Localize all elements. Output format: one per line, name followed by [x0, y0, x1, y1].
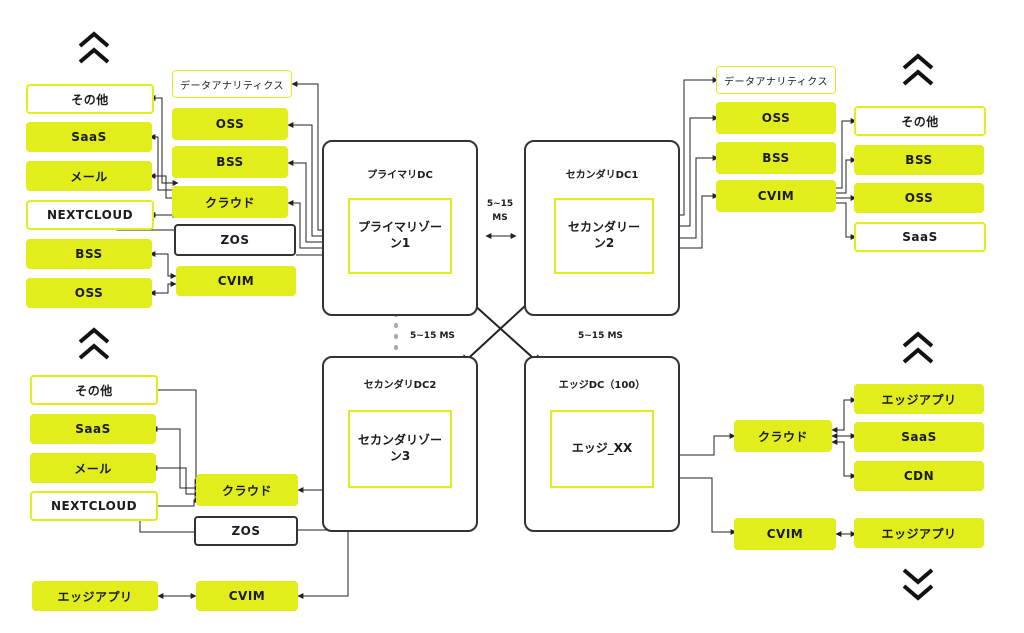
saas-node-edge: SaaS — [854, 422, 984, 452]
cloud-node-bottom: クラウド — [196, 474, 298, 506]
secondary-dc1: セカンダリDC1 セカンダリー ン2 — [524, 140, 680, 316]
other-node-bottom: その他 — [30, 375, 158, 405]
latency-left: 5~15 MS — [410, 331, 455, 341]
other-node-right: その他 — [854, 106, 986, 136]
mail-node: メール — [26, 161, 152, 191]
secondary-zone3: セカンダリゾー ン3 — [348, 410, 452, 488]
oss-node: OSS — [172, 108, 288, 140]
zos-node-bottom: ZOS — [194, 516, 298, 546]
oss-node-right-2: OSS — [854, 183, 984, 213]
secondary-zone2: セカンダリー ン2 — [554, 198, 654, 274]
saas-node-bottom: SaaS — [30, 414, 156, 444]
double-chevron-up-icon — [78, 31, 110, 64]
cloud-node-edge: クラウド — [734, 420, 832, 452]
other-node: その他 — [26, 84, 154, 114]
bss-node-right: BSS — [716, 142, 836, 174]
oss-node-2: OSS — [26, 278, 152, 308]
double-chevron-up-icon — [78, 327, 110, 360]
secondary-dc2-title: セカンダリDC2 — [363, 380, 437, 391]
data-analytics-node: データアナリティクス — [172, 70, 292, 98]
zos-node: ZOS — [174, 224, 296, 256]
secondary-dc2: セカンダリDC2 セカンダリゾー ン3 — [322, 356, 478, 532]
cdn-node: CDN — [854, 461, 984, 491]
double-chevron-down-icon — [902, 568, 934, 601]
edge-dc-title: エッジDC（100） — [558, 380, 646, 391]
latency-right: 5~15 MS — [578, 331, 623, 341]
primary-dc-title: プライマリDC — [367, 170, 433, 181]
double-chevron-up-icon — [902, 53, 934, 86]
cloud-node: クラウド — [172, 186, 288, 218]
bss-node: BSS — [172, 146, 288, 178]
edge-dc: エッジDC（100） エッジ_XX — [524, 356, 680, 532]
edge-zone: エッジ_XX — [550, 410, 654, 488]
cvim-node: CVIM — [176, 266, 296, 296]
primary-dc: プライマリDC プライマリゾー ン1 — [322, 140, 478, 316]
saas-node-right: SaaS — [854, 222, 986, 252]
primary-zone: プライマリゾー ン1 — [348, 198, 452, 274]
nextcloud-node-bottom: NEXTCLOUD — [30, 491, 158, 521]
edge-app-node-right-2: エッジアプリ — [854, 518, 984, 548]
secondary-dc1-title: セカンダリDC1 — [565, 170, 639, 181]
cvim-node-edge: CVIM — [734, 518, 836, 550]
cvim-node-right: CVIM — [716, 180, 836, 212]
data-analytics-node-right: データアナリティクス — [716, 66, 836, 94]
cvim-node-bottom: CVIM — [196, 581, 298, 611]
bss-node-2: BSS — [26, 239, 152, 269]
mail-node-bottom: メール — [30, 453, 156, 483]
saas-node: SaaS — [26, 122, 152, 152]
edge-app-node-bottom: エッジアプリ — [32, 581, 158, 611]
oss-node-right: OSS — [716, 102, 836, 134]
nextcloud-node: NEXTCLOUD — [26, 200, 154, 230]
bss-node-right-2: BSS — [854, 145, 984, 175]
latency-top: 5~15 MS — [486, 199, 514, 223]
edge-app-node-right: エッジアプリ — [854, 384, 984, 414]
double-chevron-up-icon — [902, 331, 934, 364]
